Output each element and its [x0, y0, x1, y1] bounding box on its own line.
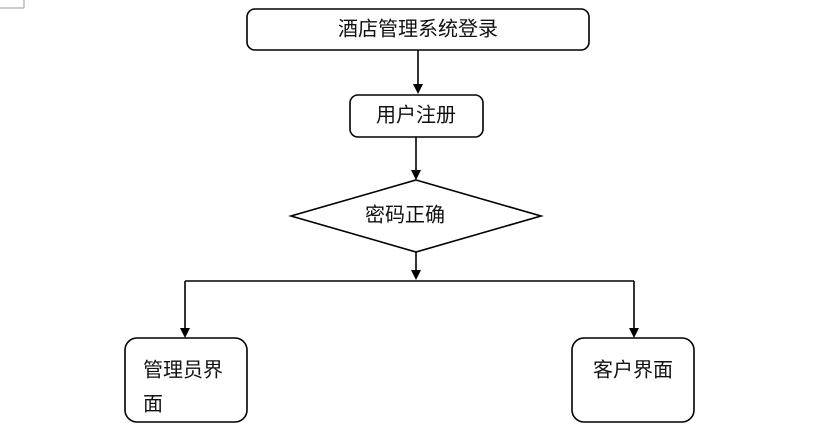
arrow-branch-to-admin	[180, 281, 190, 338]
arrow-register-to-check	[411, 137, 421, 180]
register-node-label: 用户注册	[376, 103, 456, 127]
arrow-check-to-branch-head	[411, 270, 421, 280]
customer-interface-label: 客户界面	[593, 358, 673, 382]
arrow-check-to-branch	[411, 252, 421, 280]
register-node: 用户注册	[349, 94, 484, 138]
arrow-branch-to-customer-head	[629, 328, 639, 338]
customer-interface-node: 客户界面	[571, 337, 695, 423]
arrow-register-to-check-head	[411, 170, 421, 180]
login-node: 酒店管理系统登录	[246, 8, 590, 51]
arrow-login-to-register	[413, 50, 423, 94]
admin-interface-line1: 管理员界	[143, 358, 223, 382]
admin-interface-line2: 面	[143, 392, 163, 416]
arrow-login-to-register-head	[413, 84, 423, 94]
arrow-branch-to-admin-head	[180, 328, 190, 338]
password-check-decision: 密码正确	[288, 179, 544, 253]
customer-interface-box	[571, 337, 695, 423]
password-check-label: 密码正确	[365, 203, 445, 227]
login-node-label: 酒店管理系统登录	[338, 17, 498, 41]
admin-interface-node: 管理员界 面	[124, 337, 248, 423]
admin-interface-box	[124, 337, 248, 423]
arrow-branch-to-customer	[629, 281, 639, 338]
